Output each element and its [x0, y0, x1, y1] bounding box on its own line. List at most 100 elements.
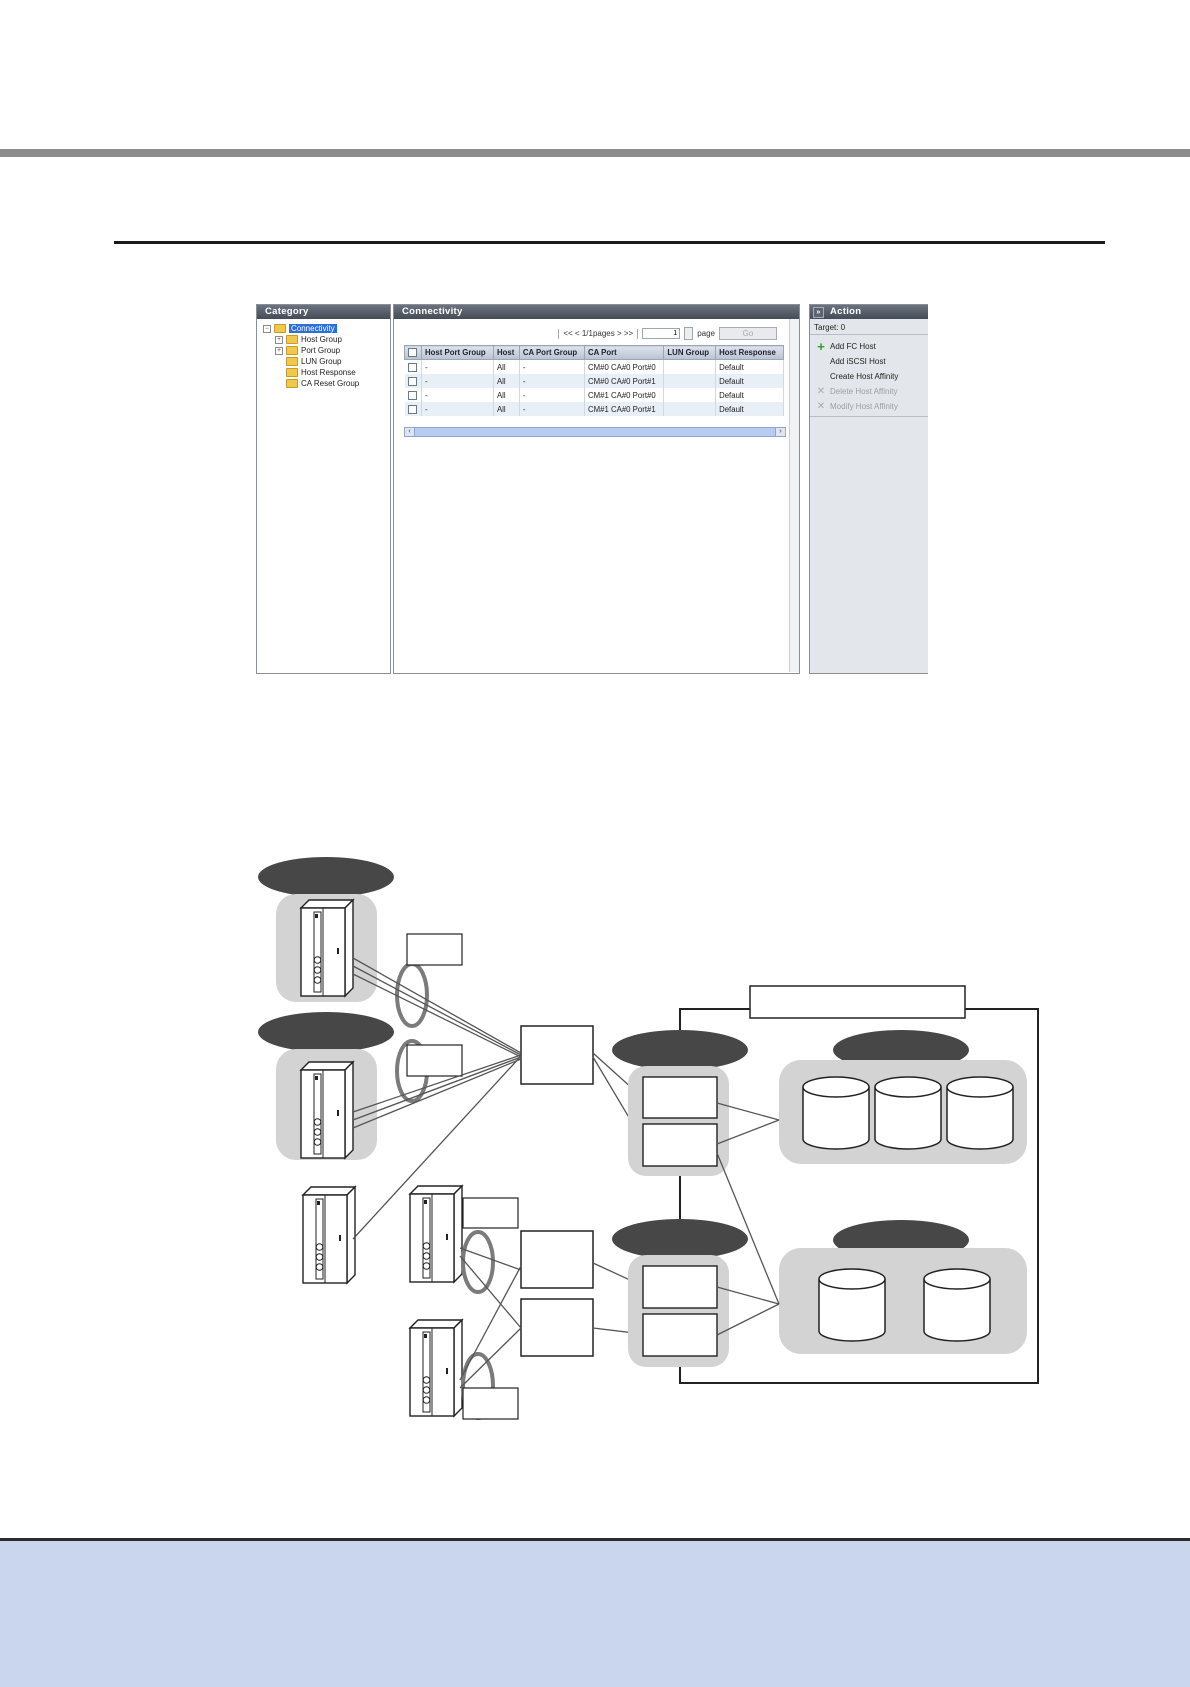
volume-icon — [802, 1076, 870, 1150]
horizontal-scrollbar[interactable]: ‹ › — [404, 427, 786, 437]
pager-separator — [637, 328, 639, 339]
tree-item[interactable]: CA Reset Group — [263, 378, 390, 389]
column-header[interactable]: LUN Group — [663, 345, 717, 360]
folder-icon — [286, 368, 298, 378]
column-header[interactable]: Host Response — [715, 345, 784, 360]
affinity-lines — [716, 1102, 780, 1336]
plus-icon: + — [817, 339, 825, 354]
tree-item-label: Connectivity — [289, 324, 337, 333]
switch-box — [520, 1230, 594, 1289]
folder-icon — [274, 324, 286, 334]
table-cell: Default — [715, 359, 784, 374]
table-cell: Default — [715, 388, 784, 402]
ca-port-group-1-label — [612, 1030, 748, 1070]
tree-item-label: CA Reset Group — [301, 379, 360, 388]
server-icon — [409, 1319, 463, 1417]
server-icon — [300, 1061, 354, 1159]
row-select-cell — [404, 374, 423, 388]
loop-label-box — [406, 1044, 463, 1077]
action-item[interactable]: ✕Modify Host Affinity — [814, 399, 924, 414]
tree-item[interactable]: − Connectivity — [263, 323, 390, 334]
action-divider — [810, 416, 928, 417]
scroll-right-arrow-icon[interactable]: › — [775, 427, 786, 437]
table-cell: - — [519, 388, 586, 402]
folder-icon — [286, 335, 298, 345]
action-item[interactable]: Create Host Affinity — [814, 369, 924, 384]
path-loop — [395, 962, 429, 1028]
collapse-icon[interactable]: » — [813, 307, 824, 318]
table-cell: All — [493, 374, 520, 388]
connectivity-panel-title: Connectivity — [394, 305, 799, 319]
pager-nav[interactable]: << < 1/1pages > >> — [563, 329, 634, 338]
delete-icon: ✕ — [816, 386, 826, 397]
column-header[interactable]: CA Port — [584, 345, 665, 360]
page-number-input[interactable] — [642, 328, 681, 339]
ca-port-box — [642, 1313, 718, 1357]
action-item-label: Add iSCSI Host — [830, 357, 886, 366]
section-rule — [114, 241, 1105, 244]
row-checkbox[interactable] — [407, 362, 417, 372]
cables — [352, 957, 644, 1389]
collapse-tree-icon[interactable]: − — [263, 324, 271, 333]
storage-system-label-box — [749, 985, 966, 1019]
table-cell: CM#0 CA#0 Port#1 — [584, 374, 665, 388]
ca-port-box — [642, 1076, 718, 1119]
switch-box — [520, 1025, 594, 1085]
table-cell — [663, 374, 717, 388]
tree-item[interactable]: Host Response — [263, 367, 390, 378]
action-item[interactable]: Add iSCSI Host — [814, 354, 924, 369]
column-header[interactable]: CA Port Group — [518, 345, 586, 360]
ca-port-box — [642, 1123, 718, 1167]
scroll-left-arrow-icon[interactable]: ‹ — [404, 427, 415, 437]
page-spinner[interactable] — [684, 327, 694, 340]
row-checkbox[interactable] — [407, 390, 417, 400]
table-cell: All — [493, 388, 520, 402]
folder-icon — [286, 346, 298, 356]
volume-icon — [923, 1268, 991, 1342]
action-item[interactable]: + Add FC Host — [814, 339, 924, 354]
go-button[interactable]: Go — [719, 327, 777, 340]
table-cell — [663, 359, 717, 374]
column-header[interactable]: Host — [492, 345, 520, 360]
tree-item-label: Port Group — [301, 346, 341, 355]
action-item-label: Add FC Host — [830, 342, 876, 351]
tree-item[interactable]: LUN Group — [263, 356, 390, 367]
table-cell: - — [421, 359, 494, 374]
tree-item[interactable]: + Host Group — [263, 334, 390, 345]
expand-icon[interactable]: + — [275, 346, 283, 355]
select-all-checkbox[interactable] — [408, 348, 417, 358]
table-cell: CM#1 CA#0 Port#0 — [584, 388, 665, 402]
select-all-header — [403, 345, 423, 360]
expand-icon[interactable]: + — [275, 335, 283, 344]
row-select-cell — [404, 359, 423, 374]
vertical-scrollbar[interactable] — [789, 319, 799, 672]
table-cell: Default — [715, 402, 784, 416]
ca-port-group-2-label — [612, 1219, 748, 1259]
connectivity-panel: Connectivity << < 1/1pages > >> page Go … — [393, 304, 800, 674]
row-checkbox[interactable] — [407, 404, 417, 414]
column-header[interactable]: Host Port Group — [421, 345, 494, 360]
row-select-cell — [404, 402, 423, 416]
loop-label-box — [462, 1387, 519, 1420]
action-panel-title: Action — [830, 306, 862, 317]
volume-icon — [874, 1076, 942, 1150]
path-loop — [461, 1230, 495, 1294]
loop-label-box — [406, 933, 463, 966]
action-item-label: Modify Host Affinity — [830, 402, 898, 411]
table-cell: - — [421, 374, 494, 388]
tree-item-label: Host Group — [301, 335, 342, 344]
host-group-2-label — [258, 1012, 394, 1052]
action-item[interactable]: ✕Delete Host Affinity — [814, 384, 924, 399]
table-cell: - — [519, 402, 586, 416]
row-checkbox[interactable] — [407, 376, 417, 386]
tree-item[interactable]: + Port Group — [263, 345, 390, 356]
folder-icon — [286, 357, 298, 367]
switch-box — [520, 1298, 594, 1357]
